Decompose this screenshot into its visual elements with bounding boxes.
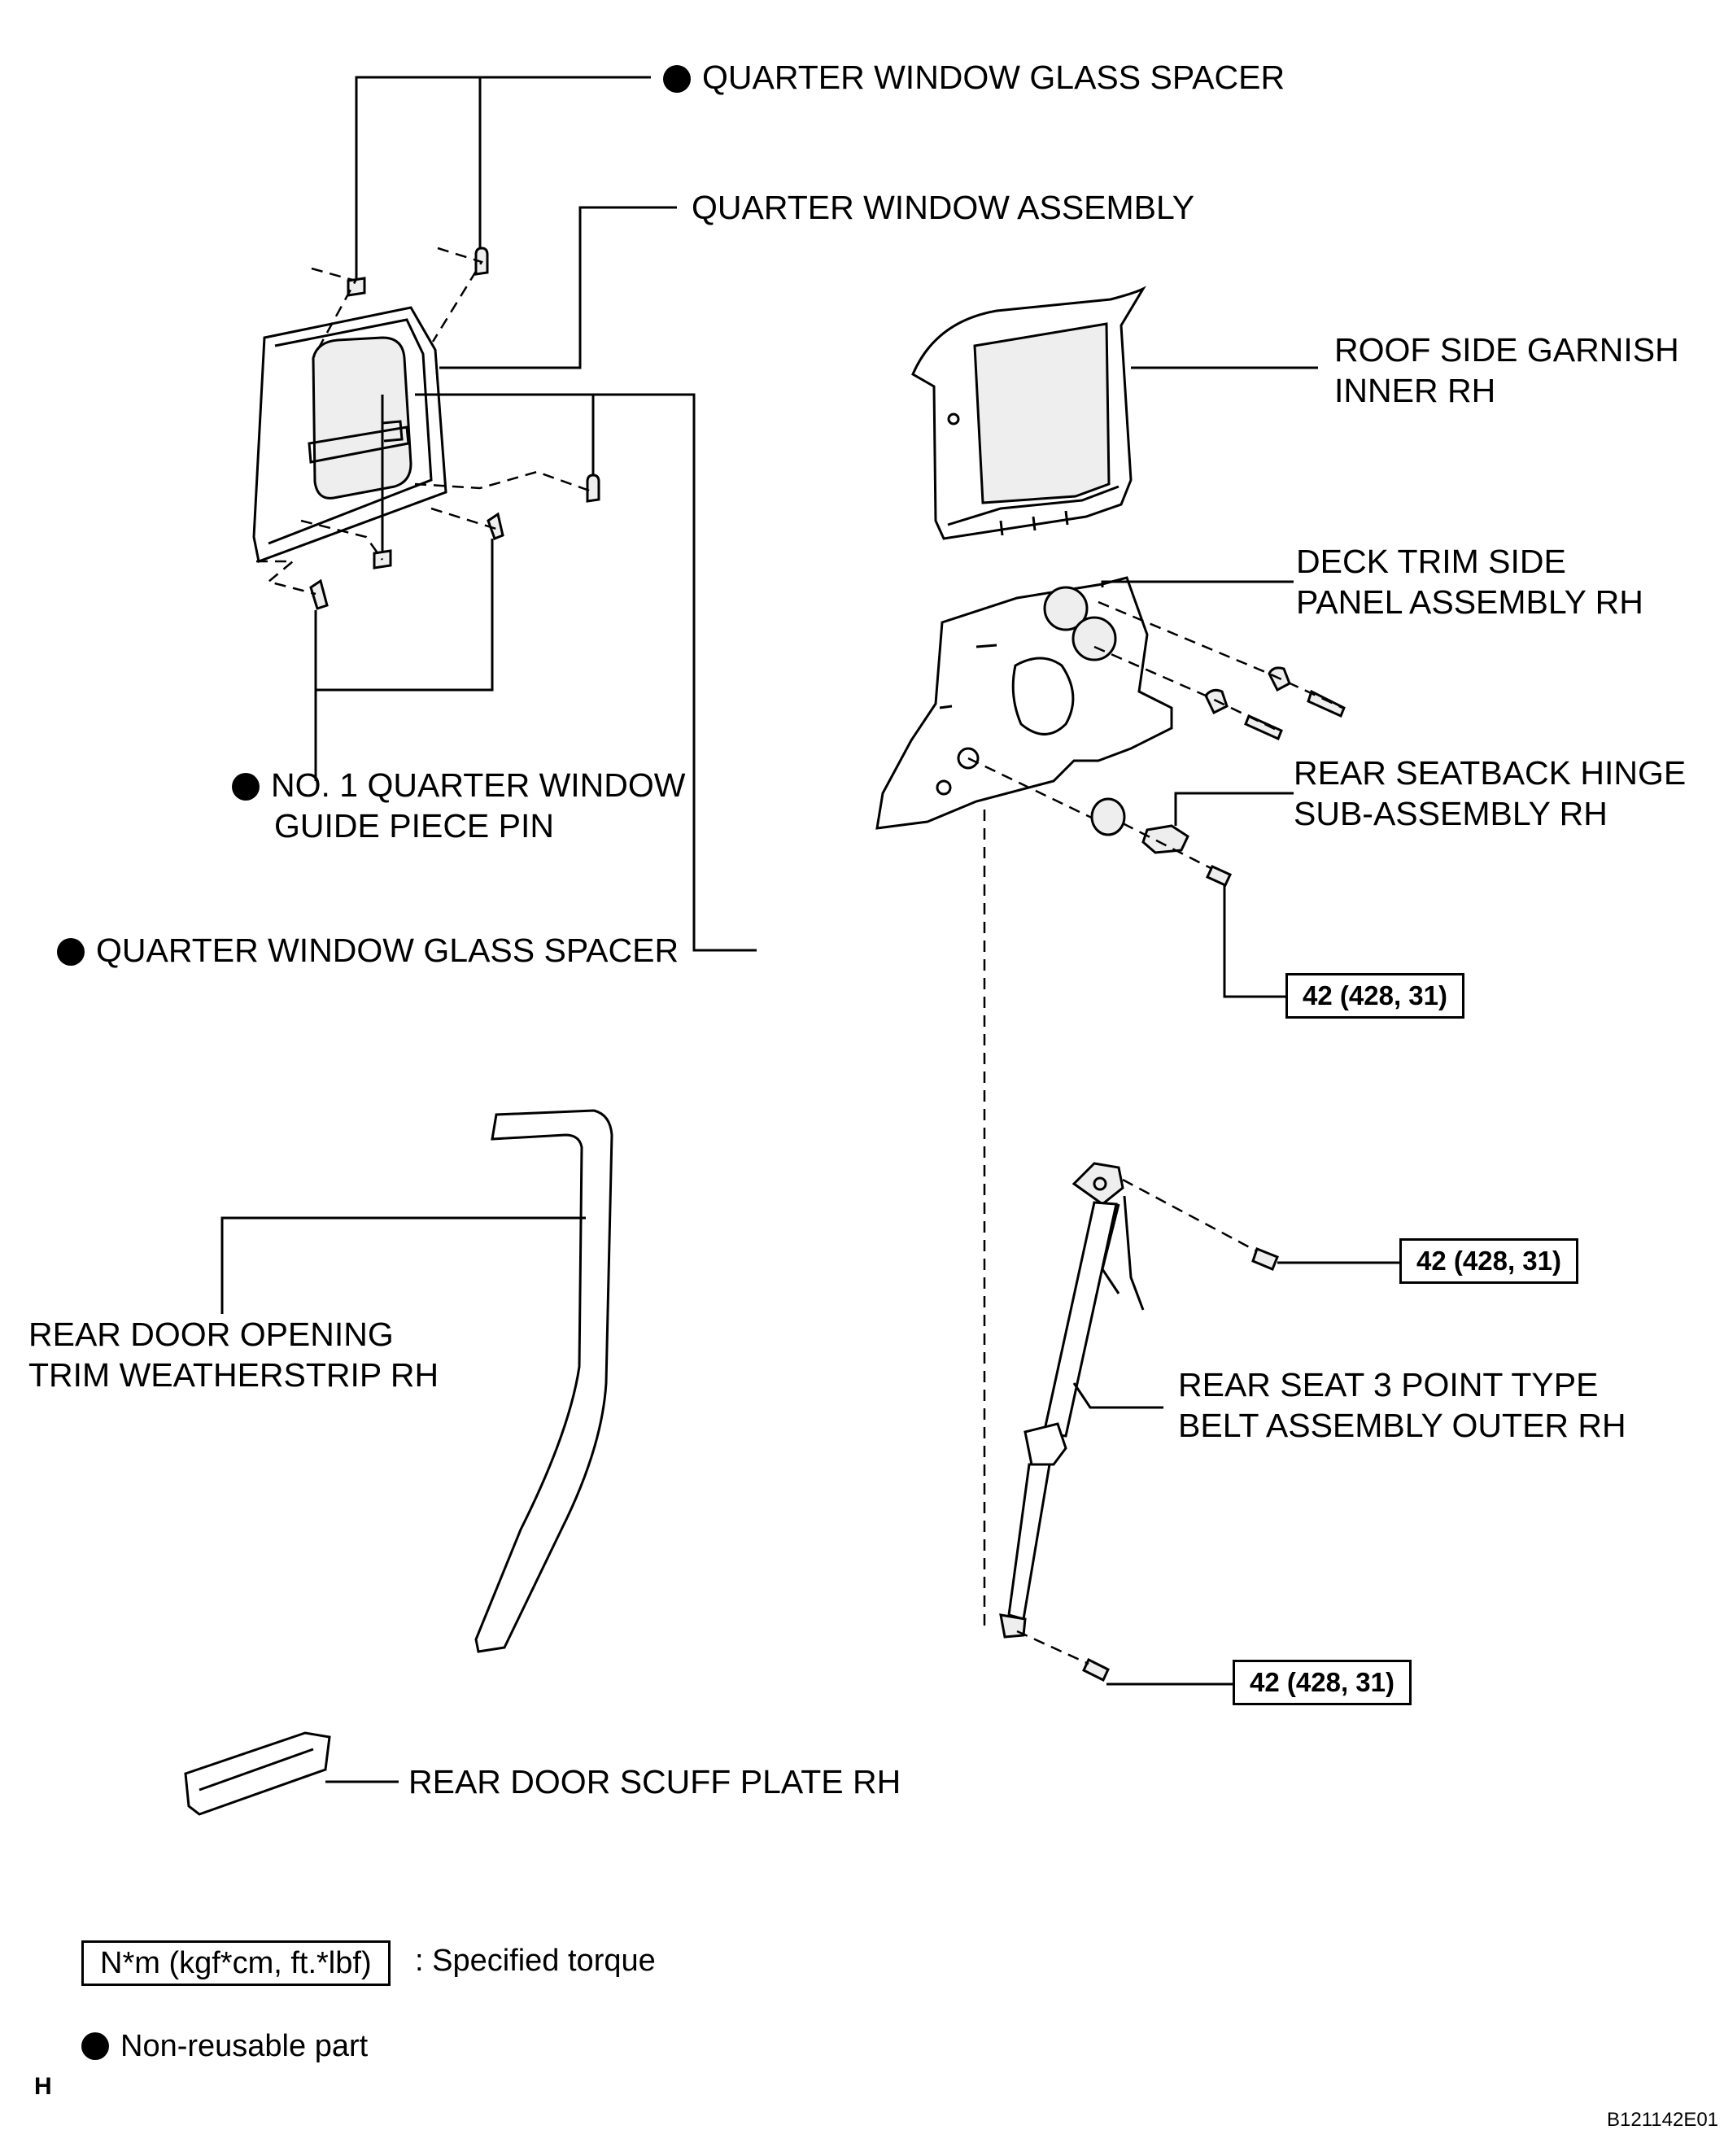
nonreusable-dot-icon <box>232 773 260 801</box>
legend-torque-unit: N*m (kgf*cm, ft.*lbf) <box>81 1940 391 1986</box>
figure-code: B121142E01 <box>1607 2109 1719 2131</box>
nonreusable-dot-icon <box>57 938 85 966</box>
label-seat-belt: REAR SEAT 3 POINT TYPE BELT ASSEMBLY OUT… <box>1178 1366 1626 1444</box>
label-deck-trim-side-panel: DECK TRIM SIDE PANEL ASSEMBLY RH <box>1296 543 1643 621</box>
quarter-window-glass-spacer-top-pieces <box>347 247 489 297</box>
leader-lines-belt <box>1072 1261 1399 1686</box>
deck-trim-alignment-lines <box>967 600 1343 823</box>
torque-box-belt-lower: 42 (428, 31) <box>1233 1660 1412 1705</box>
label-roof-side-garnish: ROOF SIDE GARNISH INNER RH <box>1334 331 1679 409</box>
leader-seatback-hinge <box>1174 792 1294 826</box>
rear-door-opening-weatherstrip <box>474 1109 613 1653</box>
nonreusable-dot-icon <box>81 2032 109 2060</box>
torque-box-belt-upper: 42 (428, 31) <box>1399 1238 1578 1284</box>
rear-seat-belt-assembly <box>999 1162 1279 1682</box>
label-weatherstrip: REAR DOOR OPENING TRIM WEATHERSTRIP RH <box>28 1316 439 1394</box>
label-quarter-window-assembly: QUARTER WINDOW ASSEMBLY <box>692 189 1195 226</box>
legend-torque-desc: : Specified torque <box>415 1944 656 1978</box>
rear-door-scuff-plate <box>184 1731 331 1816</box>
quarter-window-glass-spacer-lower-pieces <box>373 474 600 570</box>
guide-piece-pins <box>309 512 504 610</box>
quarter-window-assembly <box>252 306 447 564</box>
nonreusable-dot-icon <box>663 65 691 93</box>
leader-weatherstrip <box>220 1216 586 1314</box>
label-guide-piece-pin: NO. 1 QUARTER WINDOW GUIDE PIECE PIN <box>232 765 685 846</box>
leader-deck-trim <box>1101 580 1294 587</box>
quarter-window-alignment-lines <box>256 247 595 596</box>
deck-trim-side-panel <box>875 576 1173 830</box>
roof-side-garnish-inner <box>911 286 1146 540</box>
rear-seatback-hinge <box>1090 797 1232 887</box>
label-spacer-top: QUARTER WINDOW GLASS SPACER <box>663 57 1285 98</box>
torque-box-hinge: 42 (428, 31) <box>1285 973 1464 1019</box>
leader-lines-quarter-window <box>314 76 757 952</box>
label-seatback-hinge: REAR SEATBACK HINGE SUB-ASSEMBLY RH <box>1294 754 1687 832</box>
legend-nonreusable: Non-reusable part <box>81 2026 368 2067</box>
label-spacer-bottom: QUARTER WINDOW GLASS SPACER <box>57 930 679 971</box>
corner-letter: H <box>34 2073 52 2100</box>
leader-hinge-torque <box>1223 885 1285 998</box>
label-scuff-plate: REAR DOOR SCUFF PLATE RH <box>408 1763 901 1800</box>
